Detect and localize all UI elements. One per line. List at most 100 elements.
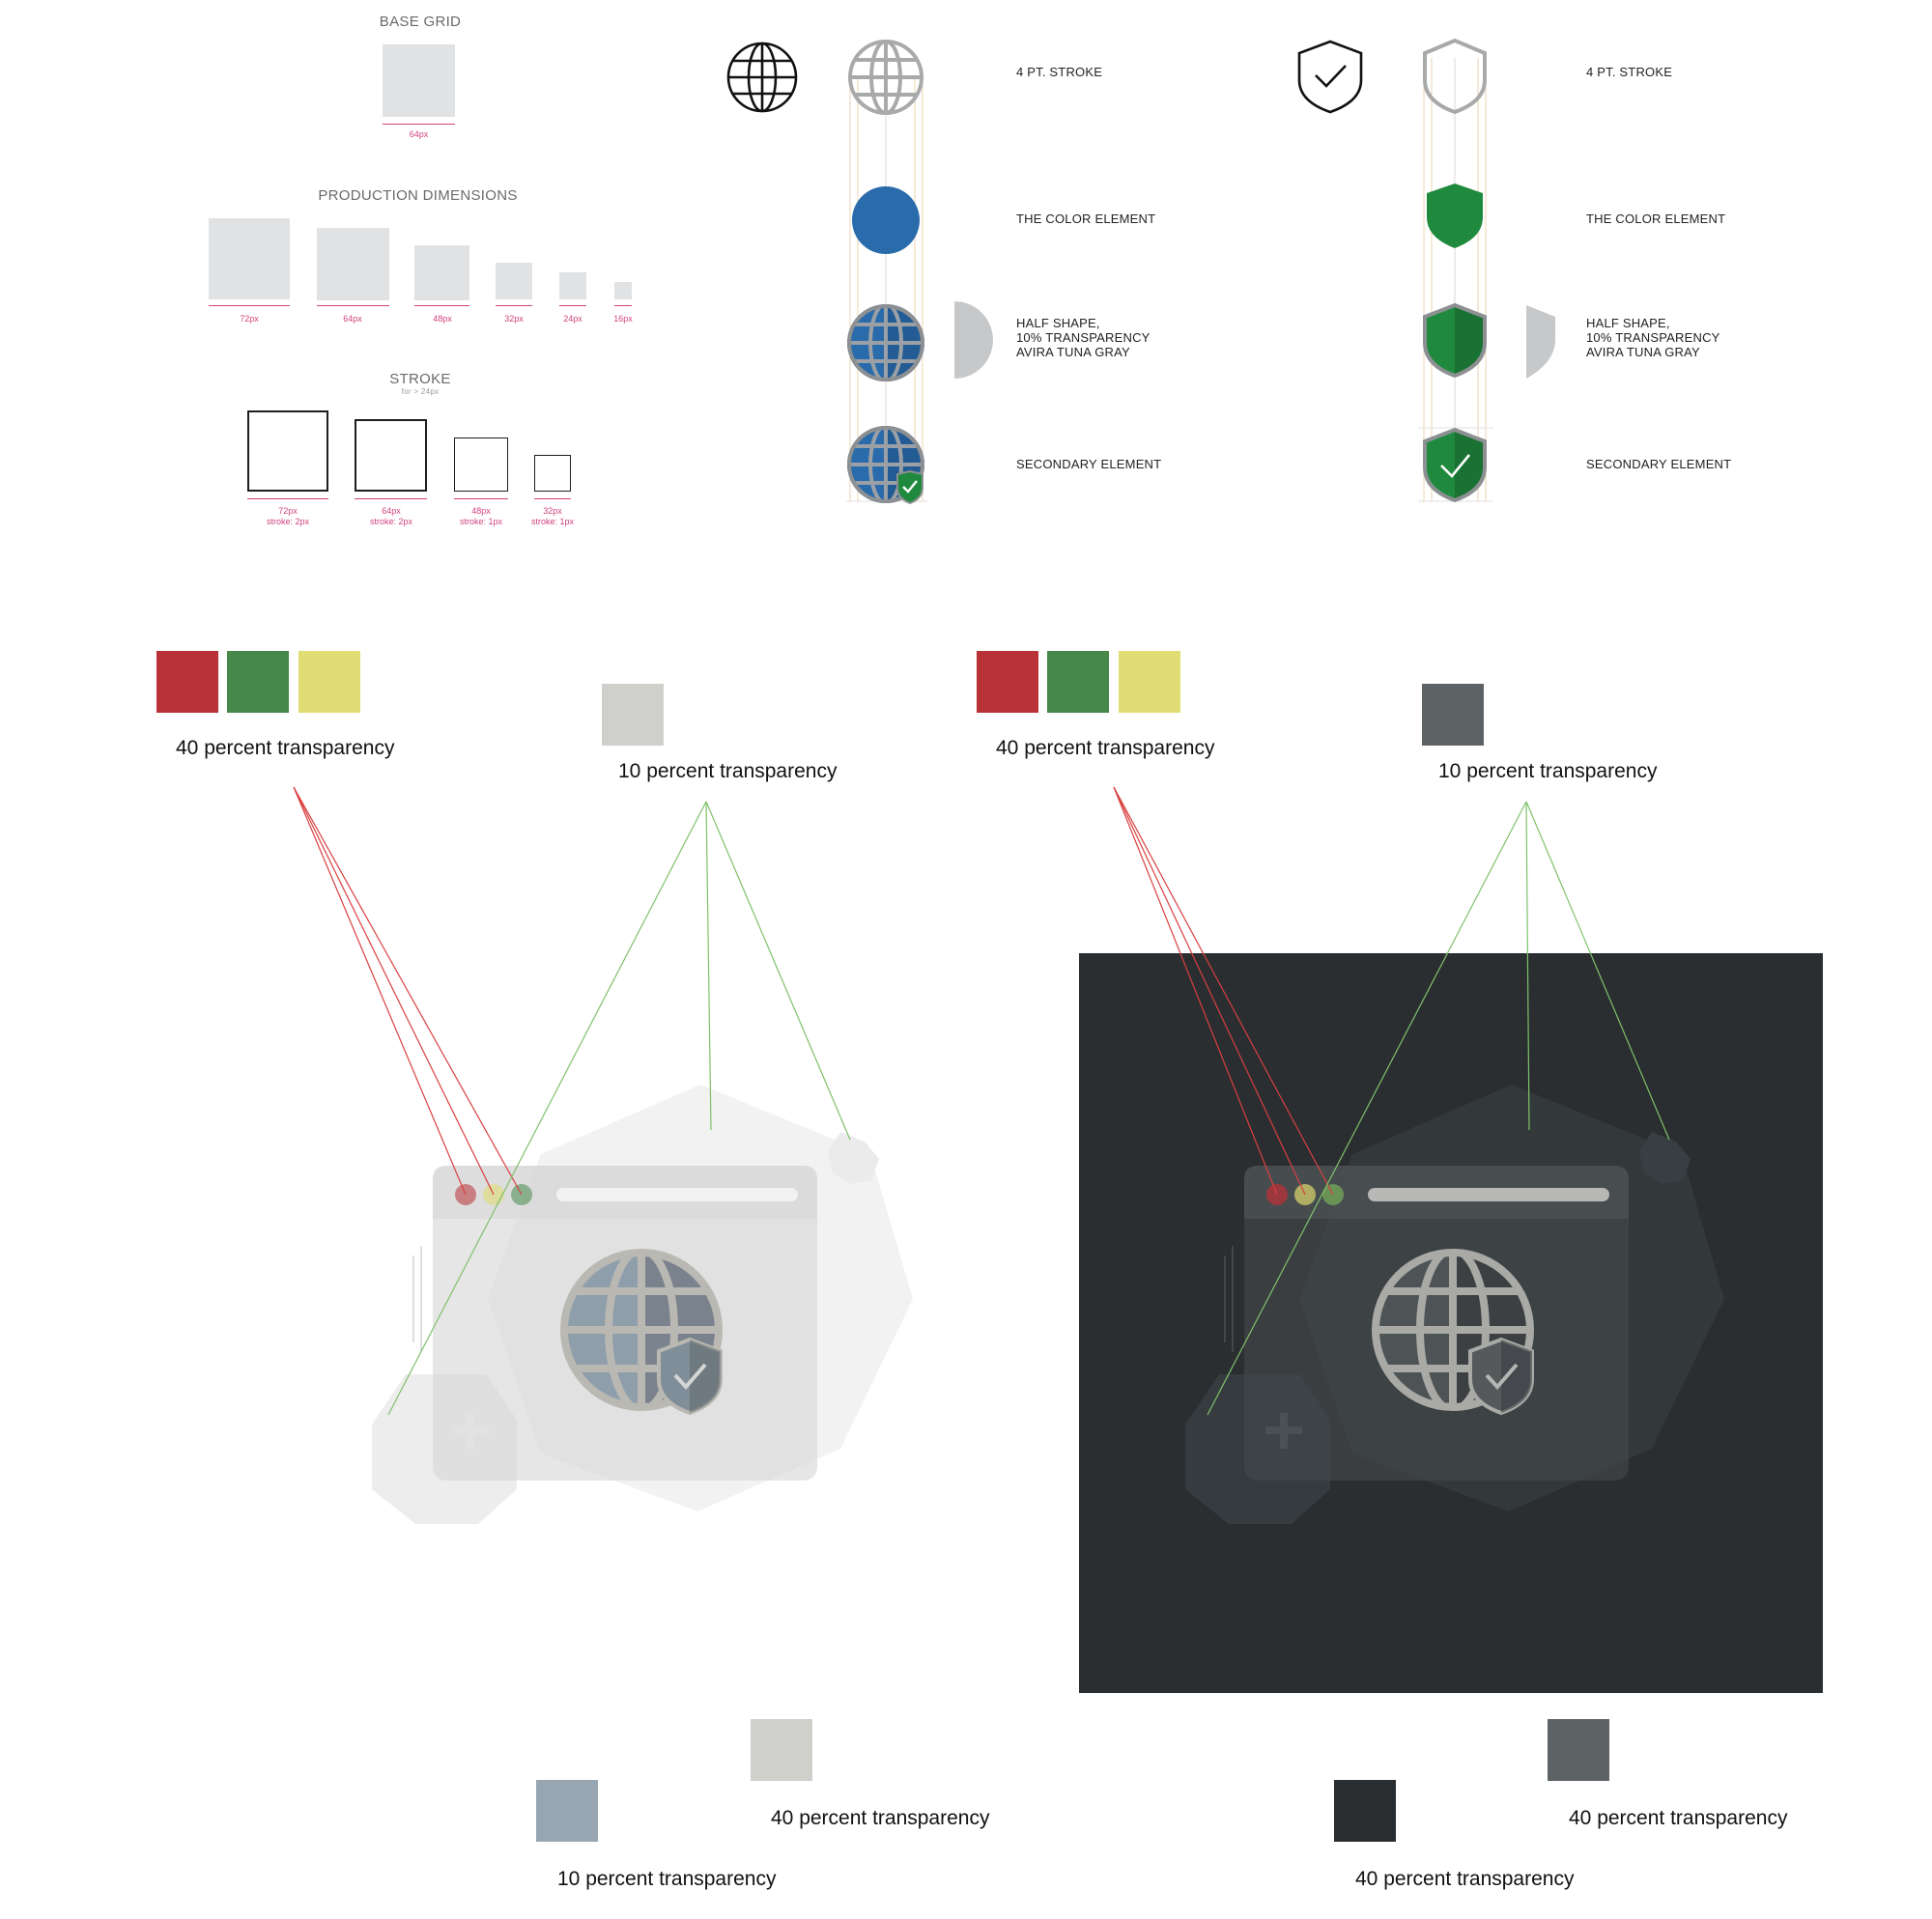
shield-construction <box>1297 38 1555 503</box>
stroke-width-48: stroke: 1px <box>459 517 503 526</box>
bottom-swatch-charcoal <box>1334 1780 1396 1842</box>
production-square-64 <box>317 228 389 300</box>
light-address-bar <box>556 1188 798 1201</box>
bottom-swatch-light-gray <box>751 1719 812 1781</box>
shield-check-icon <box>1423 427 1487 503</box>
globe-with-shield-icon <box>847 426 924 505</box>
shield-check-icon <box>657 1337 723 1416</box>
stroke-width-72: stroke: 2px <box>266 517 310 526</box>
swatch-yellow-dark <box>1119 651 1180 713</box>
green-shield <box>1427 183 1483 248</box>
stroke-title: STROKE <box>389 371 451 387</box>
stroke-subtitle: for > 24px <box>401 387 440 396</box>
base-grid-title: BASE GRID <box>379 14 462 30</box>
swatch-dark-gray <box>1422 684 1484 746</box>
production-size-16: 16px <box>613 314 633 324</box>
production-square-48 <box>414 245 469 300</box>
production-line-64 <box>317 305 389 306</box>
production-size-72: 72px <box>240 314 259 324</box>
shield-label-half-line-3: AVIRA TUNA GRAY <box>1586 345 1700 359</box>
production-square-24 <box>559 272 586 299</box>
half-shape-gray <box>954 301 993 379</box>
dark-caption-dots: 40 percent transparency <box>996 737 1215 759</box>
dark-caption-hex: 10 percent transparency <box>1438 760 1658 782</box>
light-callout-lines <box>293 786 851 1416</box>
swatch-green <box>227 651 289 713</box>
stroke-size-32-value: 32px <box>543 506 562 516</box>
swatch-red <box>156 651 218 713</box>
dark-dot-swatches <box>977 651 1484 746</box>
shield-check-icon <box>1468 1337 1534 1416</box>
production-square-16 <box>614 282 632 299</box>
shield-label-half-line-2: 10% TRANSPARENCY <box>1586 330 1720 345</box>
bottom-swatch-blue-gray <box>536 1780 598 1842</box>
dark-address-bar <box>1368 1188 1609 1201</box>
swatch-light-gray <box>602 684 664 746</box>
globe-guide-lines <box>846 77 927 502</box>
stroke-size-72-value: 72px <box>278 506 298 516</box>
plus-icon <box>452 1413 489 1449</box>
base-grid-measure-line <box>383 124 455 125</box>
globe-outline-icon <box>726 42 798 113</box>
production-size-32: 32px <box>504 314 524 324</box>
light-caption-dots: 40 percent transparency <box>176 737 395 759</box>
light-illustration <box>372 1085 913 1524</box>
light-dot-swatches <box>156 651 664 746</box>
stroke-square-32 <box>534 455 571 492</box>
stroke-width-32: stroke: 1px <box>530 517 575 526</box>
swatch-yellow <box>298 651 360 713</box>
plus-icon <box>1265 1413 1302 1449</box>
light-caption-hex: 10 percent transparency <box>618 760 838 782</box>
shield-shaded-icon <box>1423 302 1487 379</box>
production-size-24: 24px <box>563 314 582 324</box>
shield-label-half-line-1: HALF SHAPE, <box>1586 316 1670 330</box>
base-grid-square <box>383 44 455 117</box>
production-line-16 <box>614 305 632 306</box>
shield-check-outline-icon <box>1297 40 1363 114</box>
globe-shaded-icon <box>847 304 924 381</box>
stroke-line-48 <box>454 498 508 499</box>
swatch-green-dark <box>1047 651 1109 713</box>
stroke-square-64 <box>355 419 427 492</box>
stroke-line-64 <box>355 498 427 499</box>
dark-caption-bottom-right: 40 percent transparency <box>1569 1807 1788 1829</box>
stroke-size-64-value: 64px <box>382 506 401 516</box>
globe-label-secondary: SECONDARY ELEMENT <box>1016 457 1162 471</box>
base-grid-size-label: 64px <box>409 129 429 139</box>
shield-label-stroke: 4 PT. STROKE <box>1586 65 1673 79</box>
dark-callout-lines <box>1113 786 1670 1416</box>
production-line-32 <box>496 305 532 306</box>
stroke-square-48 <box>454 437 508 492</box>
production-size-64: 64px <box>343 314 362 324</box>
blue-circle <box>852 186 920 254</box>
production-square-32 <box>496 263 532 299</box>
globe-label-color: THE COLOR ELEMENT <box>1016 212 1156 226</box>
globe-gray-icon <box>848 40 923 115</box>
globe-label-stroke: 4 PT. STROKE <box>1016 65 1103 79</box>
globe-label-half-line-1: HALF SHAPE, <box>1016 316 1100 330</box>
stroke-square-72 <box>247 410 328 492</box>
production-line-24 <box>559 305 586 306</box>
production-dimensions-title: PRODUCTION DIMENSIONS <box>318 187 518 204</box>
production-line-48 <box>414 305 469 306</box>
dark-illustration <box>1185 1085 1724 1524</box>
light-caption-bottom-left: 10 percent transparency <box>557 1868 777 1890</box>
half-shield-gray <box>1526 305 1555 379</box>
swatch-red-dark <box>977 651 1038 713</box>
light-caption-bottom-right: 40 percent transparency <box>771 1807 990 1829</box>
stroke-size-48-value: 48px <box>471 506 491 516</box>
dark-caption-bottom-left: 40 percent transparency <box>1355 1868 1575 1890</box>
light-small-hexagon <box>828 1132 879 1184</box>
shield-gray-icon <box>1423 38 1487 115</box>
production-square-72 <box>209 218 290 299</box>
globe-label-half-line-2: 10% TRANSPARENCY <box>1016 330 1151 345</box>
production-size-48: 48px <box>433 314 452 324</box>
stroke-line-32 <box>534 498 571 499</box>
globe-construction <box>726 40 993 505</box>
